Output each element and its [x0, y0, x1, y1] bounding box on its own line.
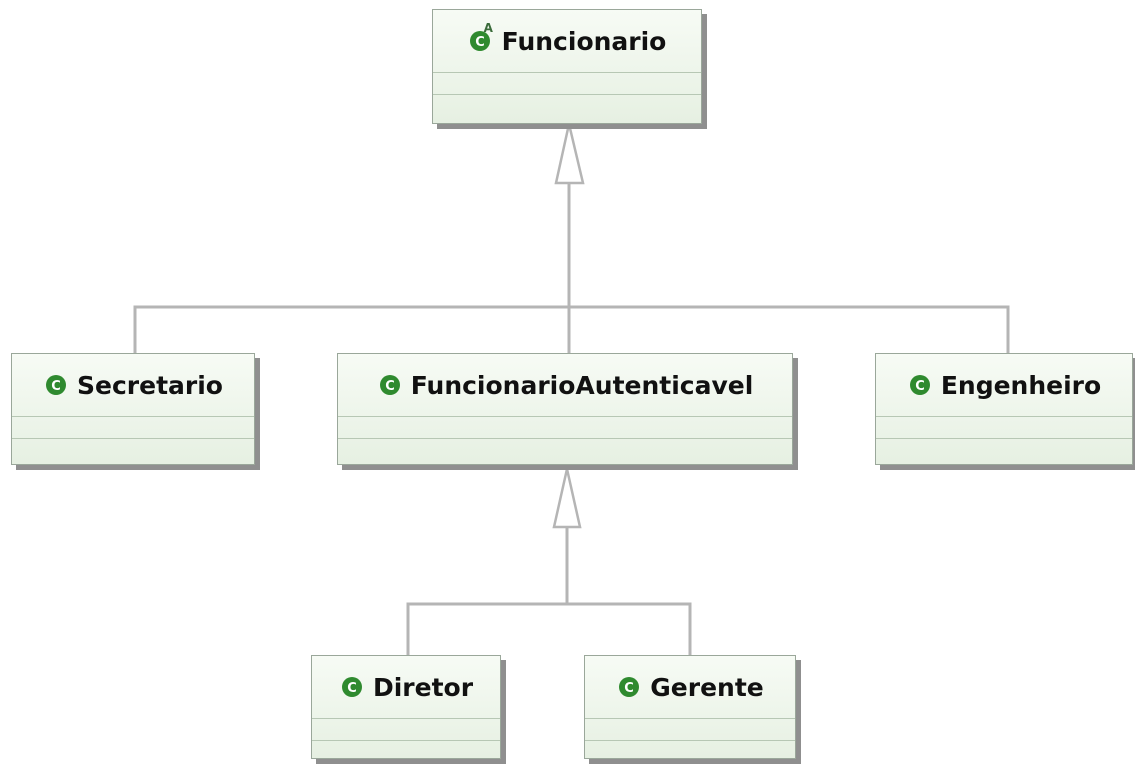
class-name-secretario: Secretario — [77, 370, 223, 400]
attributes-compartment-funcionario-autenticavel — [338, 416, 792, 438]
class-name-funcionario: Funcionario — [501, 26, 667, 56]
class-header-funcionario: C A Funcionario — [433, 10, 701, 72]
class-header-diretor: C Diretor — [312, 656, 500, 718]
class-header-secretario: C Secretario — [12, 354, 254, 416]
attributes-compartment-engenheiro — [876, 416, 1132, 438]
inheritance-arrowhead-funcionario — [554, 123, 585, 185]
generalization-gerente-to-funcionarioautenticavel — [567, 602, 692, 655]
operations-compartment-gerente — [585, 740, 795, 762]
class-header-gerente: C Gerente — [585, 656, 795, 718]
attributes-compartment-diretor — [312, 718, 500, 740]
attributes-compartment-secretario — [12, 416, 254, 438]
class-header-engenheiro: C Engenheiro — [876, 354, 1132, 416]
class-diretor[interactable]: C Diretor — [311, 655, 501, 759]
operations-compartment-engenheiro — [876, 438, 1132, 460]
class-name-engenheiro: Engenheiro — [940, 370, 1102, 400]
generalization-diretor-to-funcionarioautenticavel — [406, 602, 567, 655]
class-icon: C — [43, 372, 69, 398]
svg-text:C: C — [624, 681, 634, 696]
class-gerente[interactable]: C Gerente — [584, 655, 796, 759]
abstract-marker: A — [483, 21, 493, 35]
attributes-compartment-gerente — [585, 718, 795, 740]
generalization-secretario-to-funcionario — [133, 305, 569, 353]
operations-compartment-secretario — [12, 438, 254, 460]
attributes-compartment-funcionario — [433, 72, 701, 94]
class-icon: C — [616, 674, 642, 700]
operations-compartment-funcionario-autenticavel — [338, 438, 792, 460]
svg-text:C: C — [347, 681, 357, 696]
class-funcionario[interactable]: C A Funcionario — [432, 9, 702, 124]
class-name-diretor: Diretor — [372, 672, 474, 702]
class-icon: C — [907, 372, 933, 398]
class-name-funcionario-autenticavel: FuncionarioAutenticavel — [410, 370, 754, 400]
class-secretario[interactable]: C Secretario — [11, 353, 255, 465]
inheritance-arrowhead-funcionarioautenticavel — [552, 468, 582, 529]
class-icon: C — [377, 372, 403, 398]
svg-text:C: C — [475, 35, 485, 50]
svg-text:C: C — [51, 379, 61, 394]
class-icon: C — [339, 674, 365, 700]
operations-compartment-funcionario — [433, 94, 701, 116]
operations-compartment-diretor — [312, 740, 500, 762]
generalization-engenheiro-to-funcionario — [569, 305, 1010, 353]
svg-text:C: C — [915, 379, 925, 394]
class-name-gerente: Gerente — [650, 672, 764, 702]
class-funcionario-autenticavel[interactable]: C FuncionarioAutenticavel — [337, 353, 793, 465]
class-engenheiro[interactable]: C Engenheiro — [875, 353, 1133, 465]
abstract-class-icon: C A — [468, 22, 494, 54]
svg-text:C: C — [385, 379, 395, 394]
class-header-funcionario-autenticavel: C FuncionarioAutenticavel — [338, 354, 792, 416]
